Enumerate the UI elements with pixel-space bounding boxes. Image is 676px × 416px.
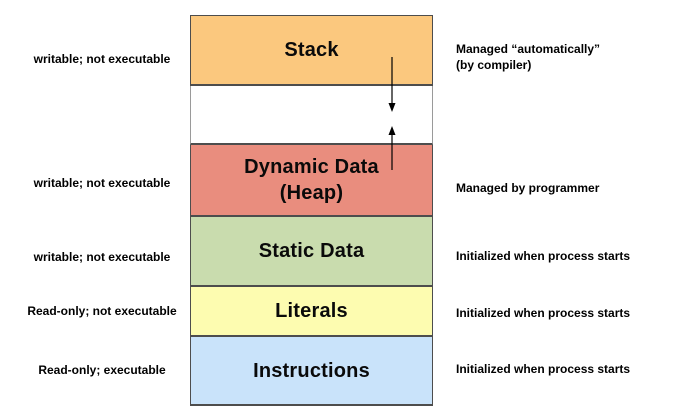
right-label-dynamic-data: Managed by programmer <box>456 181 600 195</box>
right-label-instructions: Initialized when process starts <box>456 362 631 376</box>
box-label-literals: Literals <box>275 300 348 322</box>
right-label-static-data: Initialized when process starts <box>456 249 631 263</box>
left-label-instructions: Read-only; executable <box>38 363 166 377</box>
heap-grows-up-arrow-icon <box>388 126 396 170</box>
left-label-literals: Read-only; not executable <box>27 304 177 318</box>
left-label-static-data: writable; not executable <box>33 250 171 264</box>
right-label-literals: Initialized when process starts <box>456 306 631 320</box>
box-static-data: Static Data <box>190 217 433 287</box>
left-label-stack: writable; not executable <box>33 52 171 66</box>
box-label-heap: (Heap) <box>279 182 344 204</box>
box-literals: Literals <box>190 287 433 337</box>
stack-grows-down-arrow-icon <box>388 57 396 112</box>
box-label-static-data: Static Data <box>258 240 365 262</box>
box-label-stack: Stack <box>284 39 339 61</box>
right-label-stack-line1: Managed “automatically” <box>456 42 601 56</box>
right-label-stack-line2: (by compiler) <box>456 58 532 72</box>
right-label-stack: Managed “automatically” (by compiler) <box>456 41 600 73</box>
box-label-dynamic-data: Dynamic Data <box>244 156 379 178</box>
box-instructions: Instructions <box>190 337 433 406</box>
growth-arrows <box>388 57 396 170</box>
left-label-dynamic-data: writable; not executable <box>33 176 171 190</box>
box-label-instructions: Instructions <box>253 359 370 382</box>
